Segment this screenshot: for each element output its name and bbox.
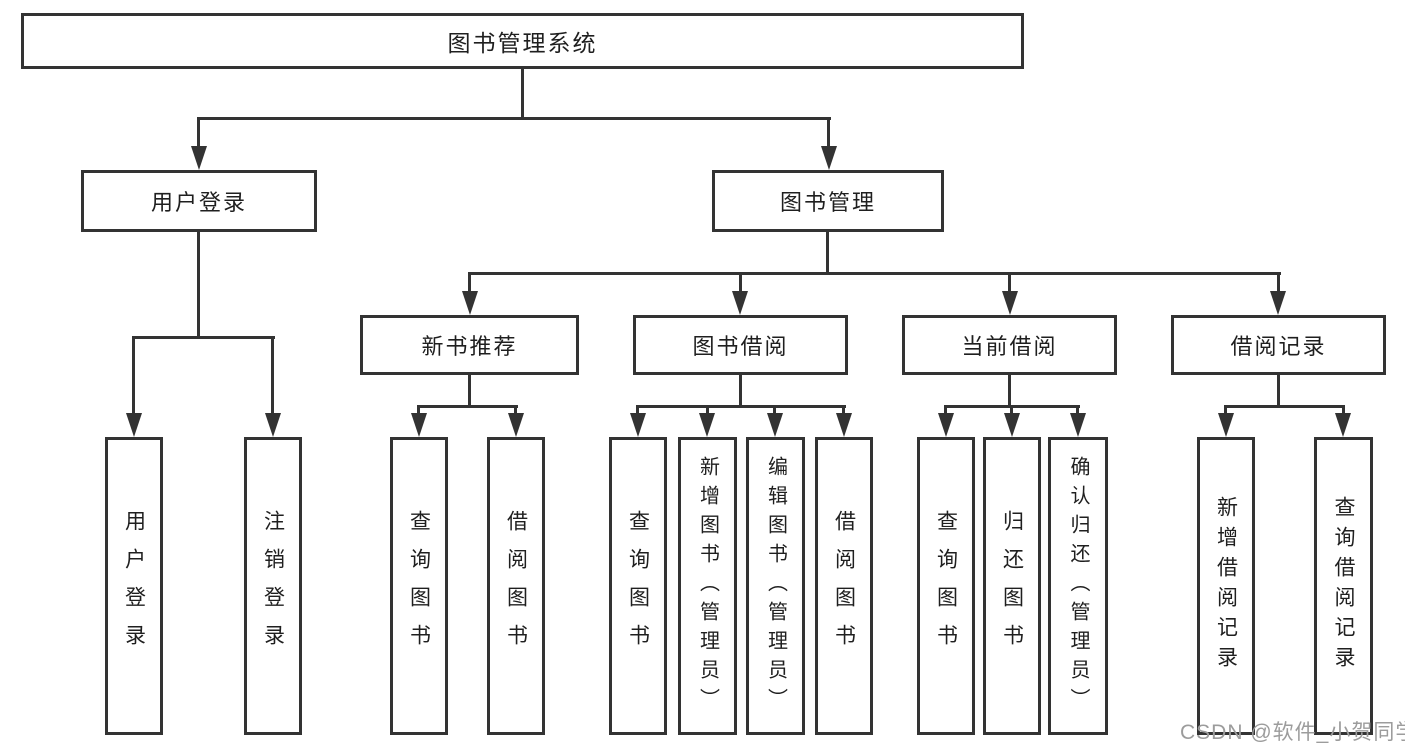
node-new-book-recommend: 新书推荐 — [360, 315, 579, 375]
connector-stem — [773, 408, 776, 413]
leaf-bb-add-books-admin: 新增图书（管理员） — [678, 437, 737, 735]
node-current-borrowing: 当前借阅 — [902, 315, 1117, 375]
connector-level2-bar — [197, 117, 831, 120]
arrow-head — [1002, 291, 1018, 315]
connector-stem — [706, 408, 709, 413]
connector-stem — [1342, 408, 1345, 413]
node-label: 编辑图书（管理员） — [764, 455, 787, 717]
connector-stem — [417, 408, 420, 413]
leaf-br-add-record: 新增借阅记录 — [1197, 437, 1255, 735]
arrow-head — [126, 413, 142, 437]
node-label: 图书借阅 — [692, 334, 789, 359]
node-label: 查询图书 — [626, 510, 650, 662]
connector-user-login-bar — [132, 336, 275, 339]
connector-stem — [827, 120, 830, 146]
arrow-head — [732, 291, 748, 315]
connector-stem — [1277, 275, 1280, 291]
connector-leafbar-current — [944, 405, 1080, 408]
connector-stem — [132, 339, 135, 413]
arrow-head — [1070, 413, 1086, 437]
connector-stem — [197, 232, 200, 336]
arrow-head — [836, 413, 852, 437]
connector-stem — [468, 375, 471, 405]
node-label: 用户登录 — [150, 190, 247, 215]
node-label: 确认归还（管理员） — [1067, 455, 1089, 717]
node-label: 图书管理系统 — [447, 30, 598, 56]
connector-stem — [826, 232, 829, 272]
connector-stem — [1010, 408, 1013, 413]
node-label: 查询图书 — [407, 510, 431, 662]
connector-leafbar-records — [1224, 405, 1345, 408]
node-label: 查询图书 — [934, 510, 958, 662]
node-label: 新书推荐 — [421, 334, 518, 359]
connector-stem — [1277, 375, 1280, 405]
leaf-bb-query-books: 查询图书 — [609, 437, 667, 735]
arrow-head — [630, 413, 646, 437]
arrow-head — [767, 413, 783, 437]
arrow-head — [1218, 413, 1234, 437]
node-label: 注销登录 — [261, 510, 285, 662]
node-label: 借阅记录 — [1230, 334, 1327, 359]
arrow-head — [1270, 291, 1286, 315]
leaf-user-login: 用户登录 — [105, 437, 163, 735]
arrow-head — [265, 413, 281, 437]
connector-stem — [514, 408, 517, 413]
connector-stem — [197, 120, 200, 146]
node-user-login: 用户登录 — [81, 170, 317, 232]
leaf-nbr-query-books: 查询图书 — [390, 437, 448, 735]
leaf-nbr-borrow-books: 借阅图书 — [487, 437, 545, 735]
node-book-management: 图书管理 — [712, 170, 944, 232]
node-label: 用户登录 — [122, 510, 146, 662]
leaf-bb-borrow-books: 借阅图书 — [815, 437, 873, 735]
node-label: 图书管理 — [779, 190, 876, 215]
connector-stem — [468, 275, 471, 291]
connector-stem — [739, 375, 742, 405]
connector-categories-bar — [468, 272, 1281, 275]
arrow-head — [462, 291, 478, 315]
connector-stem — [636, 408, 639, 413]
connector-stem — [1008, 375, 1011, 405]
connector-stem — [1008, 275, 1011, 291]
arrow-head — [699, 413, 715, 437]
connector-stem — [1224, 408, 1227, 413]
arrow-head — [508, 413, 524, 437]
arrow-head — [1335, 413, 1351, 437]
node-label: 新增借阅记录 — [1214, 496, 1238, 676]
connector-leafbar-new-book — [417, 405, 518, 408]
node-label: 归还图书 — [1000, 510, 1024, 662]
leaf-bb-edit-books-admin: 编辑图书（管理员） — [746, 437, 805, 735]
arrow-head — [821, 146, 837, 170]
leaf-cb-return-books: 归还图书 — [983, 437, 1041, 735]
node-label: 查询借阅记录 — [1332, 496, 1355, 676]
node-label: 新增图书（管理员） — [696, 455, 719, 717]
arrow-head — [411, 413, 427, 437]
connector-root-stem — [521, 69, 524, 117]
connector-stem — [842, 408, 845, 413]
node-label: 借阅图书 — [504, 510, 528, 662]
node-root-system: 图书管理系统 — [21, 13, 1024, 69]
leaf-br-query-record: 查询借阅记录 — [1314, 437, 1373, 735]
connector-stem — [1076, 408, 1079, 413]
watermark: CSDN @软件_小贺同学 — [1180, 721, 1405, 744]
node-book-borrowing: 图书借阅 — [633, 315, 848, 375]
arrow-head — [938, 413, 954, 437]
leaf-logout: 注销登录 — [244, 437, 302, 735]
node-borrow-records: 借阅记录 — [1171, 315, 1386, 375]
arrow-head — [191, 146, 207, 170]
connector-stem — [944, 408, 947, 413]
arrow-head — [1004, 413, 1020, 437]
leaf-cb-query-books: 查询图书 — [917, 437, 975, 735]
node-label: 当前借阅 — [961, 334, 1058, 359]
node-label: 借阅图书 — [832, 510, 856, 662]
connector-leafbar-borrowing — [636, 405, 846, 408]
connector-stem — [739, 275, 742, 291]
leaf-cb-confirm-return-admin: 确认归还（管理员） — [1048, 437, 1108, 735]
connector-stem — [271, 339, 274, 413]
